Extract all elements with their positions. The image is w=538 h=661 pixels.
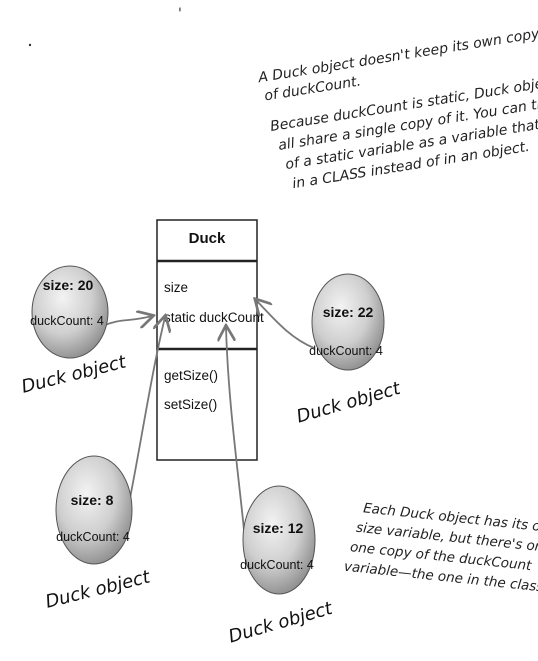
duck-object-2: size: 22 duckCount: 4 Duck object: [294, 273, 404, 428]
duck-object-duckcount: duckCount: 4: [309, 344, 383, 358]
duck-object-sphere: [242, 485, 316, 595]
class-field-duckcount: static duckCount: [164, 310, 264, 325]
duck-object-1: size: 20 duckCount: 4 Duck object: [19, 265, 129, 398]
duck-object-3: size: 8 duckCount: 4 Duck object: [43, 455, 153, 613]
duck-object-label: Duck object: [19, 351, 129, 397]
duck-object-label: Duck object: [294, 378, 403, 428]
duck-object-duckcount: duckCount: 4: [30, 314, 104, 328]
duck-object-sphere: [311, 273, 385, 371]
class-name: Duck: [189, 230, 226, 247]
class-field-size: size: [164, 280, 188, 295]
duck-object-label: Duck object: [43, 566, 153, 612]
duck-object-label: Duck object: [226, 598, 335, 648]
speck-dot: [28, 43, 32, 47]
class-method-getsize: getSize(): [164, 368, 218, 383]
arrow-duck-12: [226, 327, 245, 531]
arrow-duck-22: [256, 300, 315, 349]
duck-object-size: size: 8: [71, 492, 114, 508]
note-bottom: Each Duck object has its own size variab…: [343, 500, 538, 596]
duck-object-size: size: 22: [323, 304, 374, 320]
speck-mark: ': [178, 6, 182, 22]
class-method-setsize: setSize(): [164, 397, 217, 412]
duck-object-duckcount: duckCount: 4: [240, 558, 314, 572]
class-box-border: [156, 219, 258, 461]
arrow-duck-20: [102, 316, 152, 326]
duck-object-size: size: 20: [43, 277, 94, 293]
duck-object-sphere: [55, 455, 133, 565]
duck-object-sphere: [31, 265, 109, 359]
note-top: A Duck object doesn't keep its own copy …: [256, 26, 538, 192]
arrows: [102, 300, 315, 531]
duck-object-size: size: 12: [253, 520, 304, 536]
note-top-line-1: A Duck object doesn't keep its own copy: [256, 26, 538, 87]
duck-object-duckcount: duckCount: 4: [56, 530, 130, 544]
arrow-duck-8: [127, 317, 165, 509]
class-box-duck: Duck size static duckCount getSize() set…: [156, 219, 264, 461]
